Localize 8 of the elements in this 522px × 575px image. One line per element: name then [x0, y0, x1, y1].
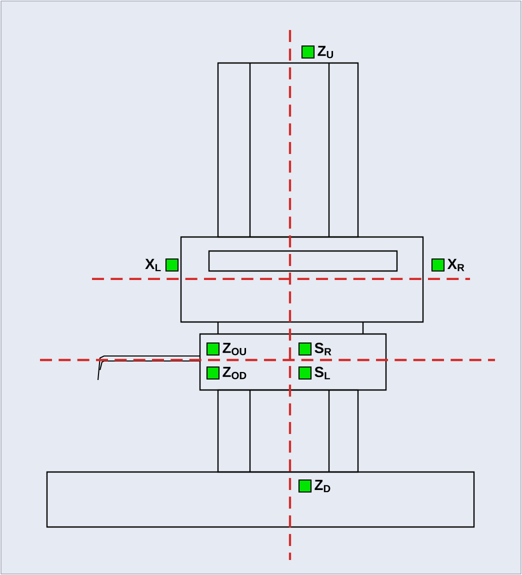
- sensor-label: S$_{L}$: [314, 366, 330, 380]
- sensor-label: S$_{R}$: [314, 342, 332, 356]
- sensor-label: X$_{L}$: [145, 258, 161, 272]
- sensor-label: Z$_{OU}$: [222, 342, 246, 356]
- sensor-label: Z$_{OD}$: [222, 366, 246, 380]
- sensor-label: Z$_{D}$: [314, 480, 330, 492]
- sensor-label: X$_{R}$: [447, 258, 464, 272]
- sensor-label: Z$_{U}$: [318, 46, 334, 58]
